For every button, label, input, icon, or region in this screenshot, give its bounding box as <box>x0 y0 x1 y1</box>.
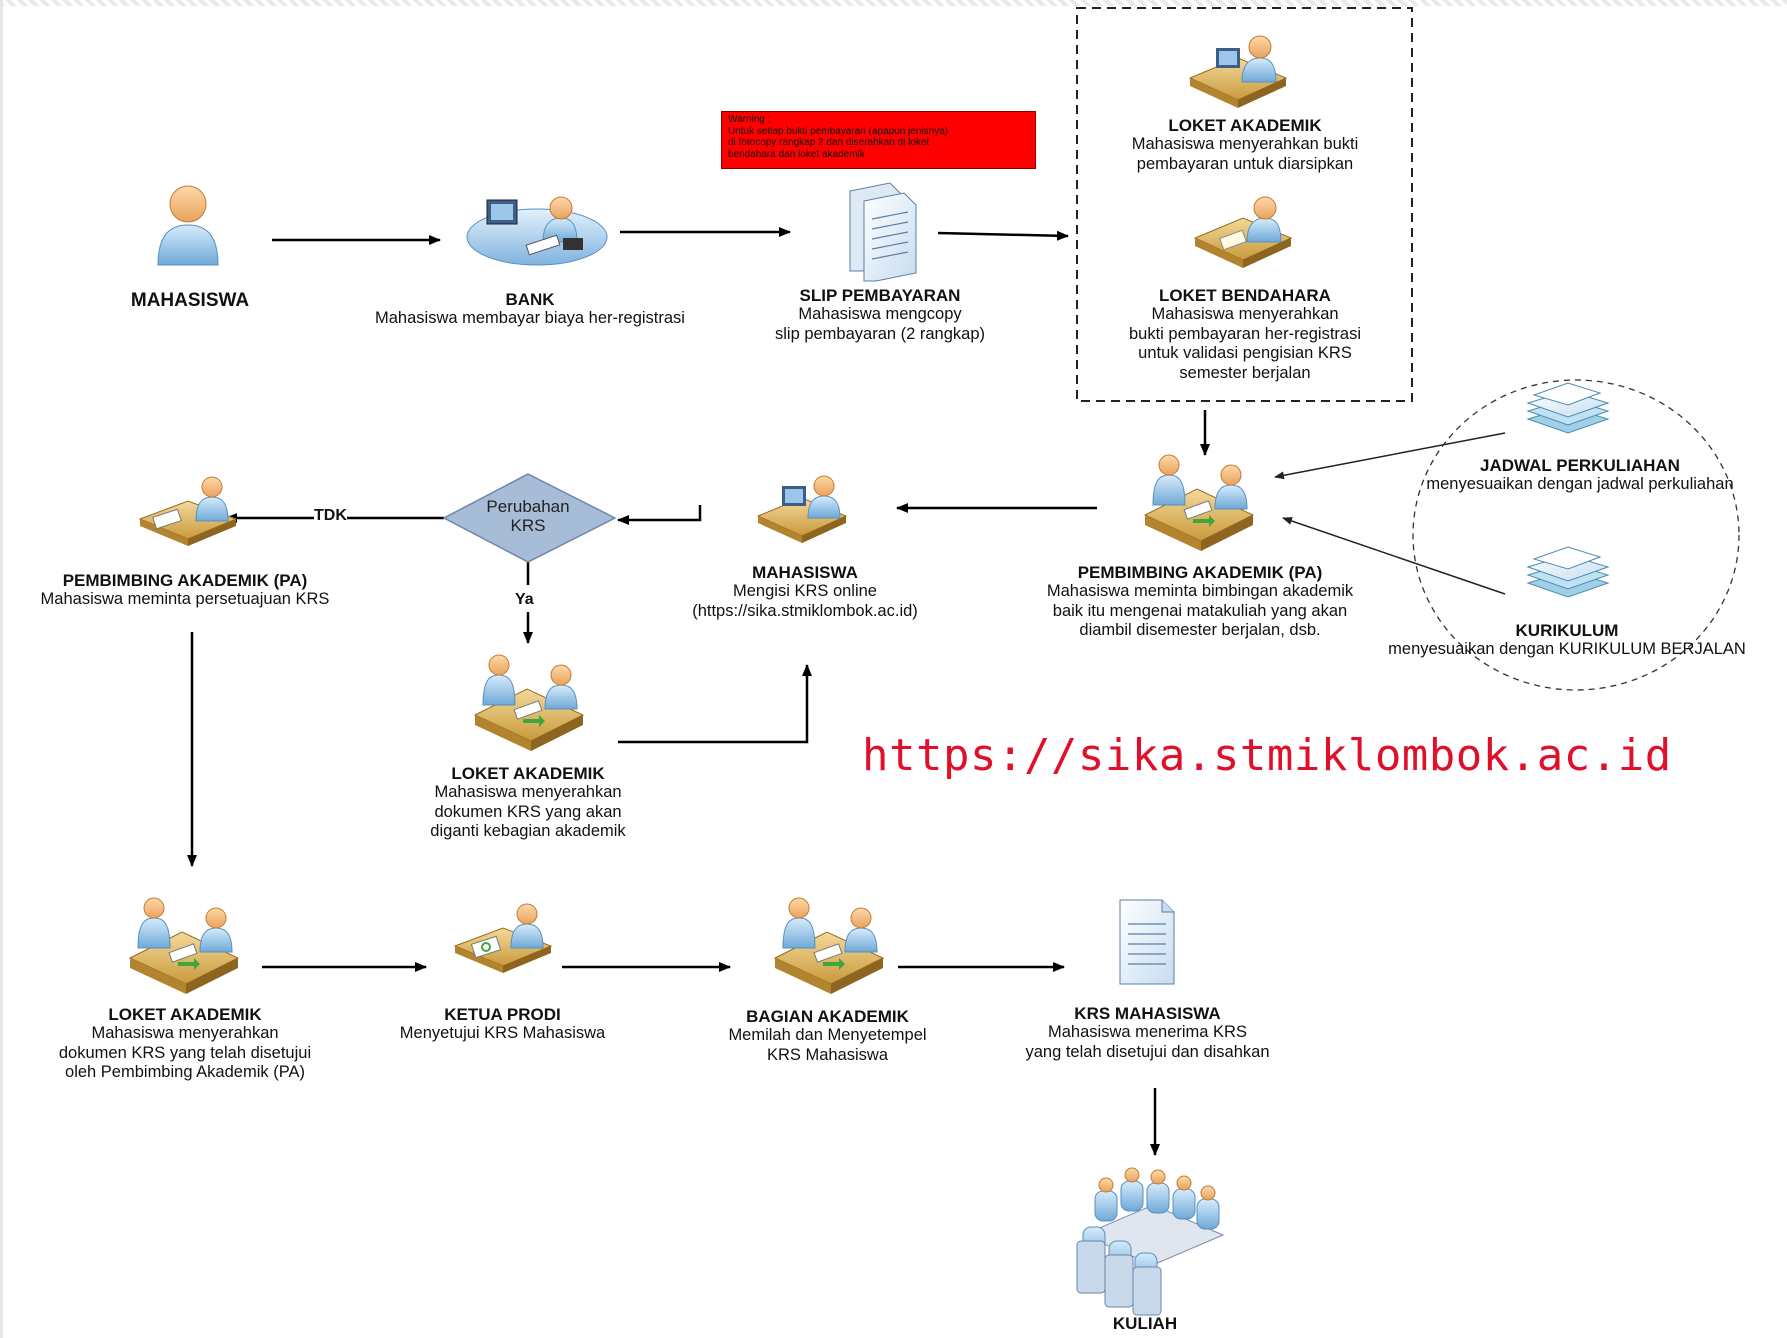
loket-akademik-submit-icon <box>128 897 240 994</box>
node-mahasiswa-krs: MAHASISWA Mengisi KRS online (https://si… <box>655 563 955 621</box>
arrow-kurikulum-to-pa <box>1282 517 1506 595</box>
node-title: MAHASISWA <box>130 290 250 311</box>
classroom-icon <box>1076 1167 1225 1316</box>
schedule-stack-icon <box>1526 382 1610 434</box>
node-krs-mahasiswa: KRS MAHASISWA Mahasiswa menerima KRS yan… <box>985 1004 1310 1062</box>
node-description: Mahasiswa meminta persetuajuan KRS <box>40 590 330 608</box>
reference-circle <box>1412 379 1740 691</box>
decision-no-label: TDK <box>314 507 347 525</box>
decision-yes-label: Ya <box>515 591 534 609</box>
node-mahasiswa: MAHASISWA <box>90 290 290 312</box>
decision-label: Perubahan KRS <box>486 497 570 535</box>
flow-arrows <box>187 227 1506 1156</box>
node-slip-pembayaran: SLIP PEMBAYARAN Mahasiswa mengcopy slip … <box>720 286 1040 344</box>
node-title: MAHASISWA <box>752 563 858 582</box>
academic-office-icon <box>773 897 885 994</box>
krs-document-icon <box>1119 899 1175 985</box>
node-title: KULIAH <box>1112 1314 1178 1333</box>
student-icon <box>157 185 219 266</box>
head-of-program-icon <box>453 903 553 973</box>
advisor-approval-icon <box>138 476 238 546</box>
node-description: Menyetujui KRS Mahasiswa <box>399 1024 606 1042</box>
node-bank: BANK Mahasiswa membayar biaya her-regist… <box>340 290 720 329</box>
node-description: Mahasiswa meminta bimbingan akademik bai… <box>1046 582 1354 639</box>
loket-bendahara-desk-icon <box>1193 196 1293 268</box>
left-border <box>0 0 3 1338</box>
node-description: Mahasiswa membayar biaya her-registrasi <box>375 309 685 327</box>
node-title: BAGIAN AKADEMIK <box>746 1007 909 1026</box>
node-title: LOKET AKADEMIK <box>1168 116 1322 135</box>
node-title: PEMBIMBING AKADEMIK (PA) <box>62 571 308 590</box>
node-description: Mahasiswa menyerahkan bukti pembayaran h… <box>1128 305 1362 382</box>
node-title: SLIP PEMBAYARAN <box>799 286 961 305</box>
node-description: Mahasiswa menyerahkan dokumen KRS yang a… <box>430 783 626 840</box>
node-ketua-prodi: KETUA PRODI Menyetujui KRS Mahasiswa <box>370 1005 635 1044</box>
node-bagian-akademik: BAGIAN AKADEMIK Memilah dan Menyetempel … <box>690 1007 965 1065</box>
loket-akademik-meeting-icon <box>473 654 585 751</box>
node-title: LOKET AKADEMIK <box>451 764 605 783</box>
node-pembimbing-akademik-right: PEMBIMBING AKADEMIK (PA) Mahasiswa memin… <box>1000 563 1400 641</box>
node-kurikulum: KURIKULUM menyesuaikan dengan KURIKULUM … <box>1352 621 1782 660</box>
arrow-slip-to-loket-group <box>937 230 1069 241</box>
node-description: Mahasiswa mengcopy slip pembayaran (2 ra… <box>774 305 986 343</box>
node-loket-bendahara: LOKET BENDAHARA Mahasiswa menyerahkan bu… <box>1080 286 1410 383</box>
node-description: Memilah dan Menyetempel KRS Mahasiswa <box>728 1026 927 1064</box>
warning-note: Warning : Untuk setiap bukti pembayaran … <box>721 111 1036 169</box>
node-pembimbing-akademik-left: PEMBIMBING AKADEMIK (PA) Mahasiswa memin… <box>5 571 365 610</box>
node-title: BANK <box>505 290 555 309</box>
node-title: KETUA PRODI <box>444 1005 561 1024</box>
node-title: KURIKULUM <box>1515 621 1619 640</box>
arrow-jadwal-to-pa <box>1274 432 1506 480</box>
node-description: Mengisi KRS online (https://sika.stmiklo… <box>692 582 918 620</box>
node-description: menyesuaikan dengan KURIKULUM BERJALAN <box>1388 640 1746 658</box>
arrow-loket-mid-to-mahasiswa-krs <box>618 664 812 744</box>
node-loket-akademik-mid: LOKET AKADEMIK Mahasiswa menyerahkan dok… <box>378 764 678 842</box>
node-description: menyesuaikan dengan jadwal perkuliahan <box>1426 475 1734 493</box>
loket-group-boundary <box>1076 7 1413 402</box>
node-kuliah: KULIAH <box>1065 1314 1225 1333</box>
node-title: PEMBIMBING AKADEMIK (PA) <box>1077 563 1323 582</box>
bank-teller-icon <box>466 196 608 266</box>
payment-slip-icon <box>849 182 917 282</box>
curriculum-stack-icon <box>1526 546 1610 598</box>
arrow-mahasiswa-krs-to-decision <box>617 505 702 525</box>
loket-akademik-desk-icon <box>1188 35 1288 108</box>
advisor-meeting-icon <box>1143 454 1255 551</box>
node-description: Mahasiswa menyerahkan bukti pembayaran u… <box>1131 135 1359 173</box>
node-title: LOKET BENDAHARA <box>1159 286 1331 305</box>
node-jadwal-perkuliahan: JADWAL PERKULIAHAN menyesuaikan dengan j… <box>1380 456 1780 495</box>
top-border <box>0 0 1787 6</box>
student-computer-icon <box>756 475 848 543</box>
decision-diamond <box>442 473 617 563</box>
node-title: KRS MAHASISWA <box>1074 1004 1221 1023</box>
node-loket-akademik-bottom: LOKET AKADEMIK Mahasiswa menyerahkan dok… <box>20 1005 350 1083</box>
node-description: Mahasiswa menerima KRS yang telah disetu… <box>1025 1023 1270 1061</box>
node-title: JADWAL PERKULIAHAN <box>1480 456 1680 475</box>
node-loket-akademik-top: LOKET AKADEMIK Mahasiswa menyerahkan buk… <box>1080 116 1410 174</box>
node-title: LOKET AKADEMIK <box>108 1005 262 1024</box>
node-description: Mahasiswa menyerahkan dokumen KRS yang t… <box>58 1024 312 1081</box>
sika-url-caption: https://sika.stmiklombok.ac.id <box>862 730 1672 781</box>
